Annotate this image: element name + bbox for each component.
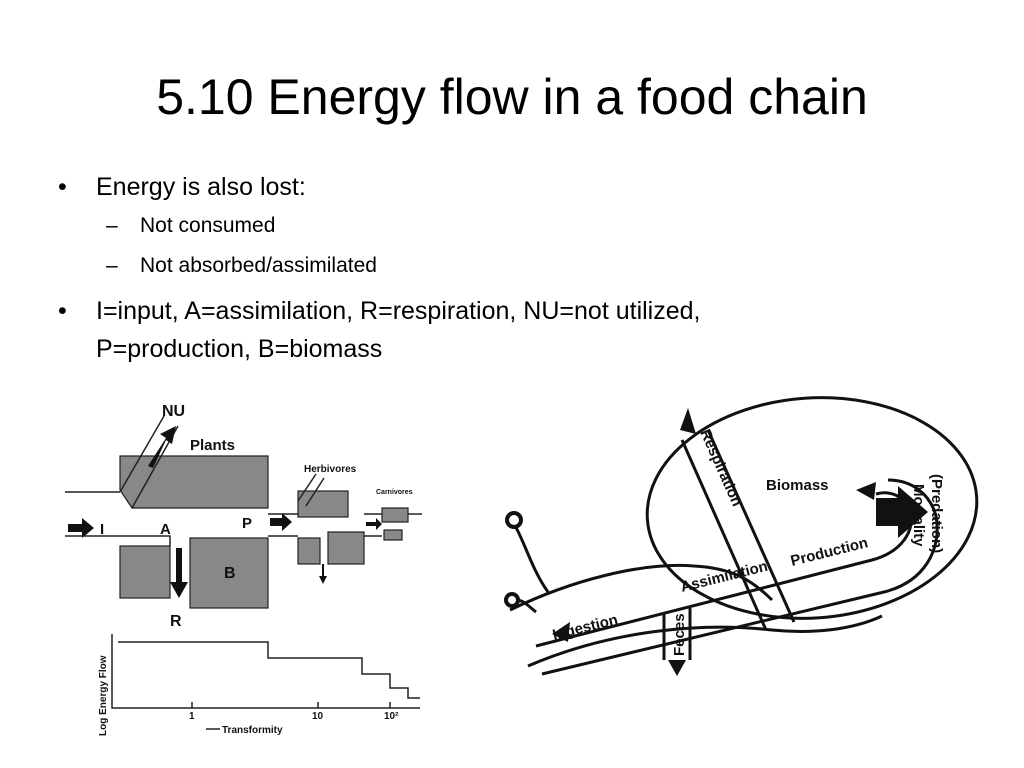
snail-energy-diagram: Respiration Biomass (Predation) Mortalit… bbox=[432, 330, 1006, 756]
label-mortality: Mortality bbox=[910, 484, 927, 547]
sub-bullet-not-absorbed: – Not absorbed/assimilated bbox=[58, 246, 918, 286]
snail-diagram-background bbox=[432, 330, 1006, 756]
bullet-energy-lost: • Energy is also lost: bbox=[58, 168, 918, 206]
herb-nu-left bbox=[297, 473, 317, 502]
lower-tentacle-tip-inner bbox=[508, 596, 516, 604]
energy-flow-diagram: NU Plants Herbivores Carnivores I A P B … bbox=[65, 403, 422, 736]
label-predation: (Predation) bbox=[928, 474, 945, 553]
label-p: P bbox=[242, 515, 252, 532]
energy-flow-step-line bbox=[118, 641, 420, 699]
sub-bullet-dash: – bbox=[106, 254, 118, 277]
bullet-abbreviations: • I=input, A=assimilation, R=respiration… bbox=[58, 292, 918, 368]
herbivores-lower-right-box bbox=[327, 531, 365, 565]
respiration-channel-right bbox=[706, 429, 796, 623]
respiration-arrow-icon bbox=[680, 408, 696, 434]
feces-arrow-icon bbox=[668, 660, 686, 676]
graph-xlabel: Transformity bbox=[222, 725, 283, 736]
herb-nu-right bbox=[305, 477, 325, 507]
herb-arrow-icon bbox=[366, 518, 382, 530]
nu-channel-left bbox=[119, 415, 165, 493]
gut-channel-bottom bbox=[541, 478, 939, 676]
bullet-text: Energy is also lost: bbox=[96, 173, 306, 201]
graph-tick-label-1: 1 bbox=[189, 711, 195, 722]
nu-arrow-icon bbox=[148, 426, 176, 468]
production-arrow-icon bbox=[270, 513, 292, 531]
label-i: I bbox=[100, 521, 104, 538]
input-arrow-icon bbox=[68, 518, 94, 538]
biomass-arrow-icon bbox=[856, 482, 876, 500]
sub-bullet-text: Not consumed bbox=[140, 214, 276, 237]
label-herbivores: Herbivores bbox=[304, 464, 357, 475]
graph-axes bbox=[111, 634, 420, 709]
plants-upper-box bbox=[119, 455, 269, 509]
snail-body-bottom bbox=[527, 614, 883, 668]
bullet-dot: • bbox=[58, 297, 67, 325]
upper-tentacle bbox=[512, 523, 550, 593]
input-pipe-bottom bbox=[65, 535, 171, 546]
label-plants: Plants bbox=[190, 437, 235, 454]
label-carnivores: Carnivores bbox=[376, 489, 413, 496]
respiration-channel-left bbox=[680, 439, 768, 631]
sub-bullet-text: Not absorbed/assimilated bbox=[140, 254, 377, 277]
snail-shell bbox=[645, 396, 979, 620]
carnivores-upper-box bbox=[381, 507, 409, 523]
sub-bullet-not-consumed: – Not consumed bbox=[58, 206, 918, 246]
graph-ylabel: Log Energy Flow bbox=[98, 655, 109, 736]
plants-lower-left-box bbox=[119, 545, 171, 599]
biomass-box bbox=[189, 537, 269, 609]
herb-resp-arrow-icon bbox=[319, 564, 327, 584]
label-a: A bbox=[160, 521, 171, 538]
ingestion-arrow-icon bbox=[552, 622, 570, 642]
label-feces: Feces bbox=[671, 613, 688, 656]
label-b: B bbox=[224, 565, 236, 582]
label-biomass: Biomass bbox=[766, 477, 829, 494]
bullet-text-line1: I=input, A=assimilation, R=respiration, … bbox=[96, 297, 701, 325]
herbivores-upper-box bbox=[297, 490, 349, 518]
bullet-list: • Energy is also lost: – Not consumed – … bbox=[58, 168, 918, 368]
label-nu: NU bbox=[162, 403, 185, 420]
graph-tick-label-100: 10² bbox=[384, 711, 399, 722]
slide-title: 5.10 Energy flow in a food chain bbox=[156, 69, 868, 125]
eye-tentacle-tip-inner bbox=[509, 515, 519, 525]
label-r: R bbox=[170, 613, 182, 630]
carnivores-lower-box bbox=[383, 529, 403, 541]
bullet-dot: • bbox=[58, 173, 67, 201]
snail-body-top bbox=[509, 563, 774, 612]
graph-tick-label-10: 10 bbox=[312, 711, 324, 722]
sub-bullet-dash: – bbox=[106, 214, 118, 237]
herbivores-lower-left-box bbox=[297, 537, 321, 565]
respiration-arrow-icon bbox=[170, 548, 188, 598]
mortality-arrow-icon bbox=[876, 486, 928, 538]
bullet-text-line2: P=production, B=biomass bbox=[96, 335, 383, 363]
